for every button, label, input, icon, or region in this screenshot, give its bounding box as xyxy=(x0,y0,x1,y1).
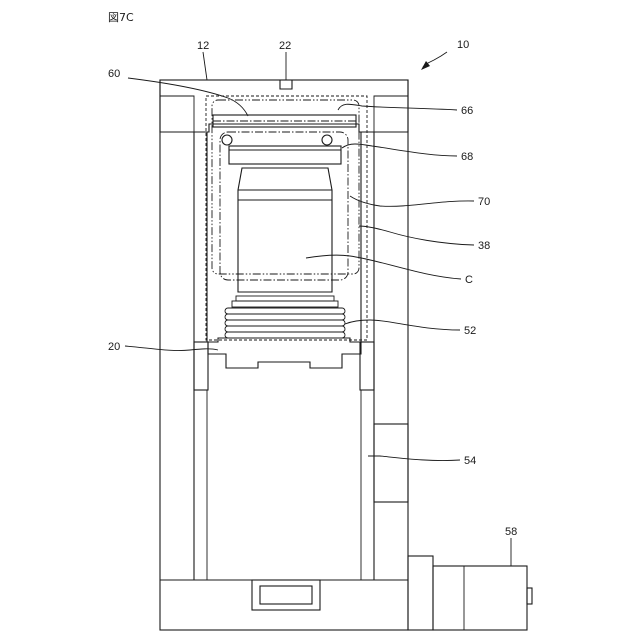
container-c xyxy=(238,168,332,292)
base-window-inner xyxy=(260,586,312,604)
ring-2 xyxy=(232,301,338,307)
motor-mount xyxy=(408,556,433,630)
lower-table-20 xyxy=(208,338,361,368)
roller-right xyxy=(322,135,332,145)
top-frame-step-right xyxy=(374,96,408,132)
outer-housing xyxy=(160,80,408,630)
leader-c xyxy=(306,255,461,279)
bellows-2 xyxy=(225,314,345,320)
label-58: 58 xyxy=(505,526,517,538)
label-c: C xyxy=(465,274,473,286)
ring-1 xyxy=(236,296,334,301)
leader-66 xyxy=(338,104,457,110)
leader-20 xyxy=(125,346,218,351)
label-54: 54 xyxy=(464,455,476,467)
label-66: 66 xyxy=(461,105,473,117)
leader-52 xyxy=(345,320,460,330)
bellows-4 xyxy=(225,326,345,332)
side-panel-54 xyxy=(374,424,408,502)
label-10: 10 xyxy=(457,39,469,51)
leader-70 xyxy=(350,196,474,206)
base-window-outer xyxy=(252,580,320,610)
roller-left xyxy=(222,135,232,145)
label-38: 38 xyxy=(478,240,490,252)
leader-38 xyxy=(359,226,474,245)
label-68: 68 xyxy=(461,151,473,163)
motor-58 xyxy=(433,566,527,630)
bellows-5 xyxy=(225,332,345,338)
top-frame xyxy=(160,80,408,132)
bellows-3 xyxy=(225,320,345,326)
envelope-70 xyxy=(220,132,348,280)
label-20: 20 xyxy=(108,341,120,353)
upper-plate-68 xyxy=(229,146,341,164)
leader-54 xyxy=(368,456,460,461)
top-frame-step-left xyxy=(160,96,194,132)
label-12: 12 xyxy=(197,40,209,52)
figure-title: 図7C xyxy=(108,11,134,24)
port-22 xyxy=(280,80,292,89)
motor-shaft xyxy=(527,588,532,604)
envelope-68 xyxy=(212,100,359,274)
leader-12 xyxy=(203,52,207,80)
leader-60 xyxy=(128,78,248,116)
label-52: 52 xyxy=(464,325,476,337)
right-guide-block xyxy=(360,342,374,390)
label-22: 22 xyxy=(279,40,291,52)
bellows-1 xyxy=(225,308,345,314)
label-70: 70 xyxy=(478,196,490,208)
label-60: 60 xyxy=(108,68,120,80)
